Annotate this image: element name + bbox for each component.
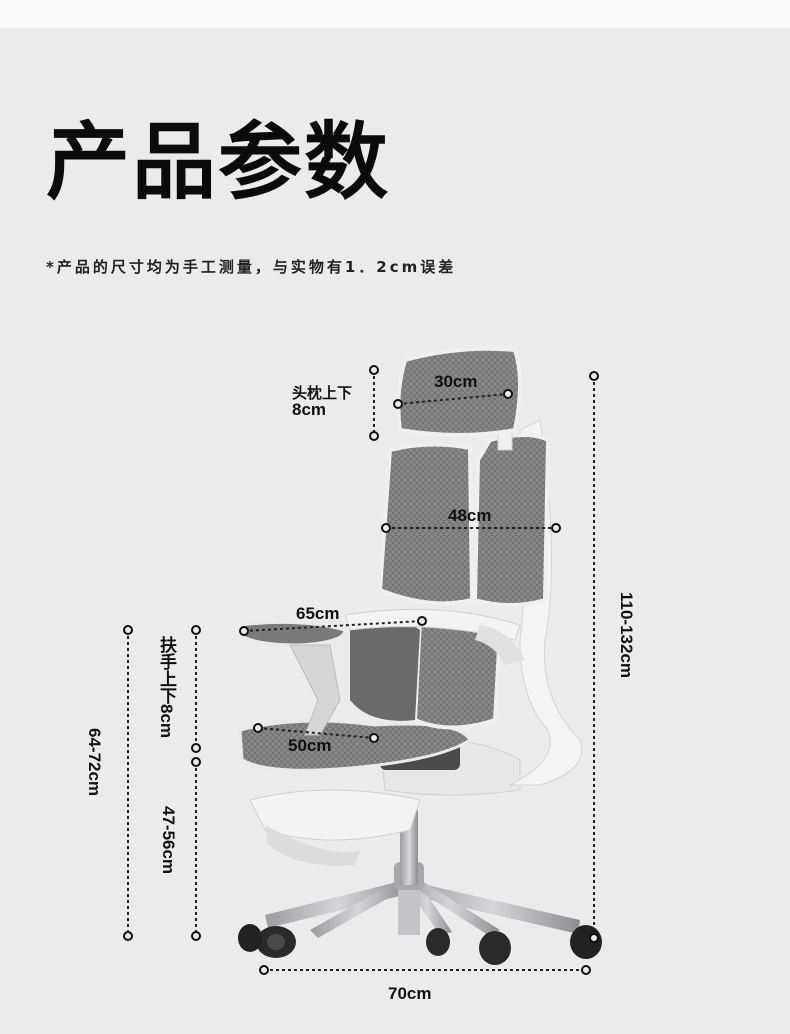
base-width-label: 70cm [388, 984, 432, 1003]
seat-cushion [238, 719, 472, 772]
backrest-left [377, 442, 475, 606]
headrest-adjust-label-line1: 头枕上下 [292, 385, 353, 402]
chair-base [265, 810, 580, 938]
total-height-label: 110-132cm [617, 592, 636, 679]
top-strip [0, 0, 790, 28]
headrest-width-label: 30cm [434, 372, 478, 391]
seat-height-label: 47-56cm [159, 806, 178, 875]
armrest-span-label: 65cm [296, 604, 340, 623]
backrest-width-label: 48cm [448, 506, 492, 525]
headrest [396, 346, 522, 437]
dimension-lines [127, 370, 595, 971]
page-title: 产品参数 [46, 113, 391, 211]
dimension-endpoints [123, 365, 599, 975]
measurement-note: *产品的尺寸均为手工测量，与实物有1．2cm误差 [46, 258, 457, 276]
wheel-icon [238, 924, 602, 965]
armrest-adjust-label: 扶手上下8cm [157, 636, 176, 739]
armrest-height-label: 64-72cm [85, 728, 104, 797]
armrest [238, 608, 525, 736]
headrest-adjust-label-line2: 8cm [292, 400, 327, 419]
backrest-right [472, 433, 551, 607]
lumbar-pad [350, 621, 420, 721]
seat-width-label: 50cm [288, 736, 332, 755]
